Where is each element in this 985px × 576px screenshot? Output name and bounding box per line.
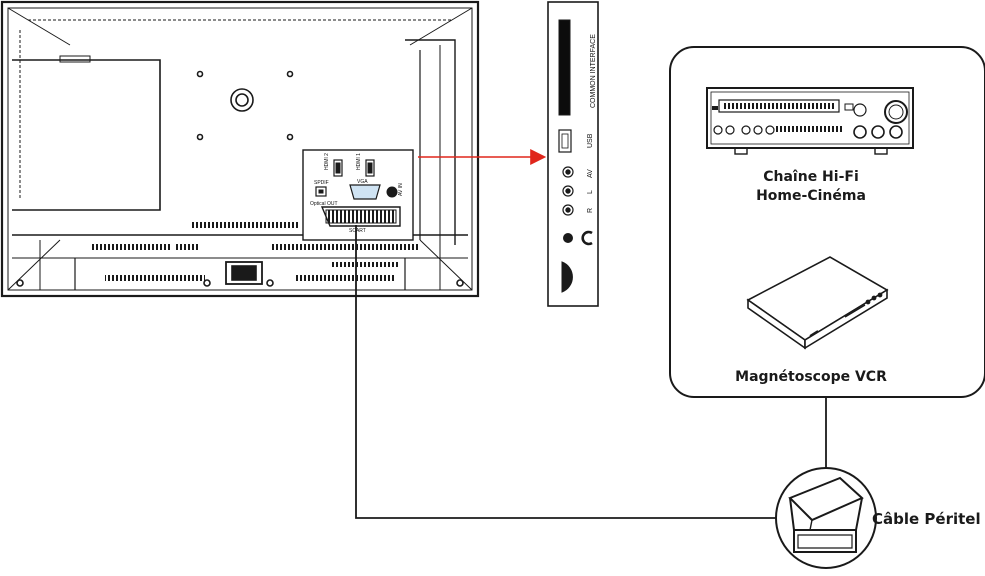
- device-box: [669, 46, 985, 398]
- hifi-label: Chaîne Hi-Fi Home-Cinéma: [728, 168, 894, 206]
- hifi-amplifier-icon: [706, 87, 914, 155]
- r-label: R: [587, 208, 594, 213]
- hifi-label-line1: Chaîne Hi-Fi: [763, 169, 859, 185]
- vga-label: VGA: [357, 179, 368, 185]
- tv-port-labels: HDMI 2 HDMI 1 SPDIF Optical OUT VGA AV I…: [310, 153, 404, 234]
- optical-out-label: Optical OUT: [310, 201, 338, 207]
- l-label: L: [587, 190, 594, 194]
- common-interface-label: COMMON INTERFACE: [590, 34, 597, 108]
- av-in-label: AV IN: [398, 183, 404, 196]
- usb-label: USB: [587, 133, 594, 148]
- vcr-icon: [746, 256, 889, 350]
- hdmi1-label: HDMI 1: [356, 153, 362, 170]
- vent-grilles: [90, 222, 418, 281]
- scart-cable-tv: [355, 225, 782, 519]
- scart-label: SCART: [349, 228, 366, 234]
- side-panel-labels: COMMON INTERFACE USB AV L R: [587, 34, 597, 213]
- scart-cable-label: Câble Péritel: [872, 510, 981, 528]
- vcr-label: Magnétoscope VCR: [735, 369, 887, 385]
- hdmi2-label: HDMI 2: [324, 153, 330, 170]
- tv-side-panel: [547, 1, 599, 307]
- scart-plug-icon: [775, 467, 877, 569]
- hifi-label-line2: Home-Cinéma: [756, 188, 866, 204]
- spdif-label: SPDIF: [314, 180, 329, 186]
- tv-back-panel: [0, 0, 480, 298]
- tv-connector-panel: [302, 149, 414, 241]
- av-label: AV: [587, 169, 594, 178]
